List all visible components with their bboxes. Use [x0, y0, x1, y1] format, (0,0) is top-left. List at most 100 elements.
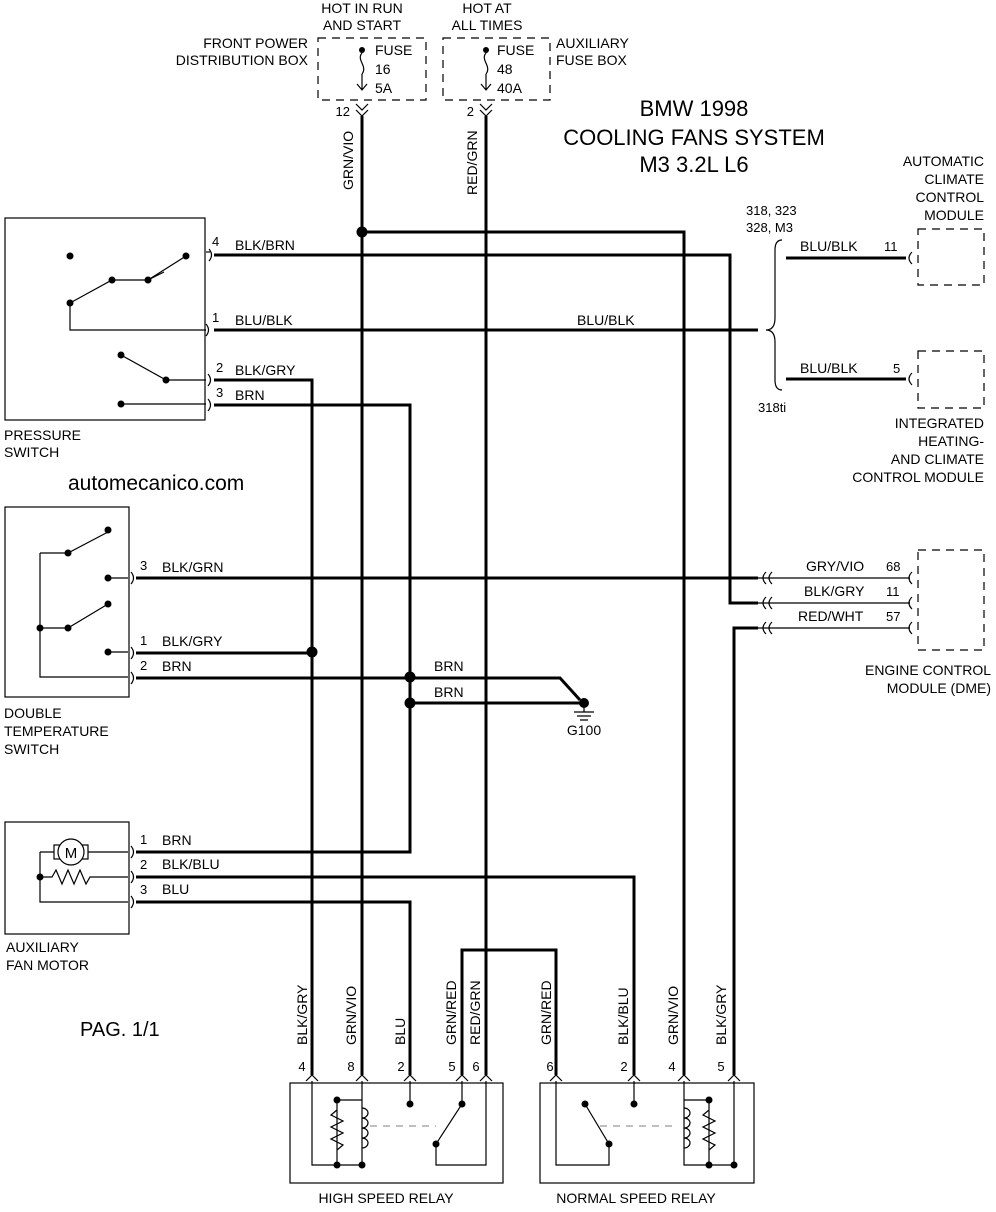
high-relay-label: HIGH SPEED RELAY — [318, 1190, 454, 1206]
temp-contact-2 — [40, 603, 109, 629]
dme-pin-57: 57 — [886, 609, 900, 624]
hot-run-start-label-2: AND START — [323, 17, 401, 33]
pressure-contact-high — [69, 255, 187, 304]
acc-label-4: MODULE — [924, 207, 984, 223]
relay-wire-labels: BLK/GRY GRN/VIO BLU GRN/RED RED/GRN GRN/… — [294, 980, 729, 1045]
normal-pin-2: 2 — [620, 1059, 627, 1074]
wire-blk-gry-high-relay — [214, 378, 314, 1075]
high-pin-5: 5 — [448, 1059, 455, 1074]
wire-label-high-2: BLU — [392, 1018, 408, 1045]
hot-all-times-label-2: ALL TIMES — [452, 17, 523, 33]
fuse-16-number: 16 — [375, 61, 391, 77]
wire-label-brn: BRN — [235, 387, 265, 403]
splice-grn-vio — [356, 226, 368, 238]
watermark: automecanico.com — [68, 472, 244, 495]
temp-pin-3: 3 — [140, 558, 147, 573]
wire-label-red-wht: RED/WHT — [798, 608, 864, 624]
splice-blk-gry — [306, 646, 318, 658]
fan-motor-box — [4, 821, 130, 935]
temp-connectors — [130, 571, 135, 685]
fan-connectors — [130, 845, 135, 909]
high-speed-relay: 4 8 2 5 6 HIGH SPEED RELAY — [289, 1059, 504, 1206]
variant-label-b: 318ti — [758, 400, 786, 415]
fuse-16-pin: 12 — [336, 104, 350, 119]
wire-blk-brn — [214, 253, 758, 605]
fuse-48-rating: 40A — [497, 80, 523, 96]
splice-brn-1 — [404, 671, 416, 683]
ihka-label-4: CONTROL MODULE — [852, 469, 984, 485]
front-power-distribution-box — [317, 37, 427, 101]
normal-relay-resistor-icon — [701, 1109, 717, 1151]
wire-grn-vio-normal-relay — [362, 230, 686, 1075]
wire-label-red-grn-feed: RED/GRN — [464, 130, 480, 195]
page-number: PAG. 1/1 — [80, 1019, 160, 1041]
aux-box-label-1: AUXILIARY — [556, 35, 630, 51]
wire-label-high-5: GRN/RED — [443, 980, 459, 1045]
motor-symbol: M — [65, 845, 78, 862]
high-relay-contact — [435, 1081, 487, 1166]
title-line-1: BMW 1998 — [640, 96, 749, 121]
temp-switch-box — [4, 506, 130, 698]
pressure-connectors — [205, 248, 213, 412]
wire-label-blu-blk-mid: BLU/BLK — [577, 312, 635, 328]
wire-labels: BLK/BRN BLU/BLK BLU/BLK BLK/GRY BRN BLK/… — [162, 237, 635, 897]
high-relay-resistor-icon — [329, 1109, 345, 1151]
pressure-pin-4: 4 — [212, 234, 219, 249]
ihka-label-1: INTEGRATED — [895, 415, 984, 431]
title-line-2: COOLING FANS SYSTEM — [563, 125, 825, 150]
wire-brn-fan-motor — [136, 403, 412, 854]
normal-relay-coil-icon — [683, 1107, 691, 1149]
wire-label-normal-5: BLK/GRY — [713, 984, 729, 1045]
resistor-icon — [40, 868, 128, 886]
diagram-title: BMW 1998 COOLING FANS SYSTEM M3 3.2L L6 — [563, 96, 825, 177]
temp-switch-label-3: SWITCH — [4, 741, 59, 757]
ground-g100: G100 — [567, 698, 601, 738]
front-box-label-2: DISTRIBUTION BOX — [176, 52, 309, 68]
variant-brace — [765, 239, 783, 391]
fuse-48: FUSE 48 40A 2 RED/GRN — [464, 42, 534, 195]
wire-label-grn-vio-feed: GRN/VIO — [340, 131, 356, 190]
dme-pin-11: 11 — [886, 584, 900, 599]
engine-control-module: GRY/VIO BLK/GRY RED/WHT 68 11 57 ENGINE … — [758, 549, 991, 696]
normal-speed-relay: 6 2 4 5 NORMAL SPEED RELAY — [539, 1059, 755, 1206]
wire-blu — [136, 900, 412, 1075]
pressure-pin-1: 1 — [212, 310, 219, 325]
high-relay-box — [289, 1082, 504, 1184]
power-sources: HOT IN RUN AND START HOT AT ALL TIMES FR… — [176, 0, 630, 195]
temp-switch-label-2: TEMPERATURE — [4, 723, 109, 739]
pressure-switch: PRESSURE SWITCH 4 1 2 3 — [4, 217, 223, 460]
acc-pin: 11 — [884, 239, 898, 254]
wire-label-normal-6: GRN/RED — [538, 980, 554, 1045]
variant-label-a-2: 328, M3 — [746, 220, 793, 235]
ihka-pin: 5 — [893, 361, 900, 376]
wire-label-high-8: GRN/VIO — [343, 986, 359, 1045]
pressure-switch-box — [4, 217, 206, 421]
splice-brn-2 — [404, 697, 416, 709]
title-line-3: M3 3.2L L6 — [639, 152, 748, 177]
wire-label-blk-grn: BLK/GRN — [162, 559, 223, 575]
dme-pin-68: 68 — [886, 559, 900, 574]
dme-box — [917, 549, 985, 651]
fuse-16: FUSE 16 5A 12 GRN/VIO — [336, 42, 413, 190]
ihka-label-2: HEATING- — [918, 433, 984, 449]
ground-icon — [574, 703, 594, 721]
fuse-48-element — [483, 52, 489, 75]
pressure-pin-3: 3 — [216, 385, 223, 400]
wire-label-blk-gry-dme: BLK/GRY — [804, 583, 865, 599]
temp-pin-2: 2 — [140, 658, 147, 673]
wire-label-blk-gry: BLK/GRY — [235, 362, 296, 378]
auxiliary-fan-motor: M AUXILIARY FAN MOTOR 1 2 3 — [4, 821, 147, 973]
motor-icon — [57, 838, 85, 866]
normal-relay-box — [539, 1082, 755, 1184]
pressure-switch-label-2: SWITCH — [4, 444, 59, 460]
pressure-contact-common — [69, 303, 206, 331]
fan-motor-label-2: FAN MOTOR — [6, 957, 89, 973]
wire-label-blu-fan: BLU — [162, 881, 189, 897]
automatic-climate-control-module — [917, 228, 985, 286]
wire-label-blk-brn: BLK/BRN — [235, 237, 295, 253]
high-relay-coil-icon — [361, 1107, 369, 1149]
fan-pin-1: 1 — [140, 832, 147, 847]
wire-label-gry-vio: GRY/VIO — [806, 558, 864, 574]
double-temperature-switch: DOUBLE TEMPERATURE SWITCH 3 1 2 — [4, 506, 147, 757]
